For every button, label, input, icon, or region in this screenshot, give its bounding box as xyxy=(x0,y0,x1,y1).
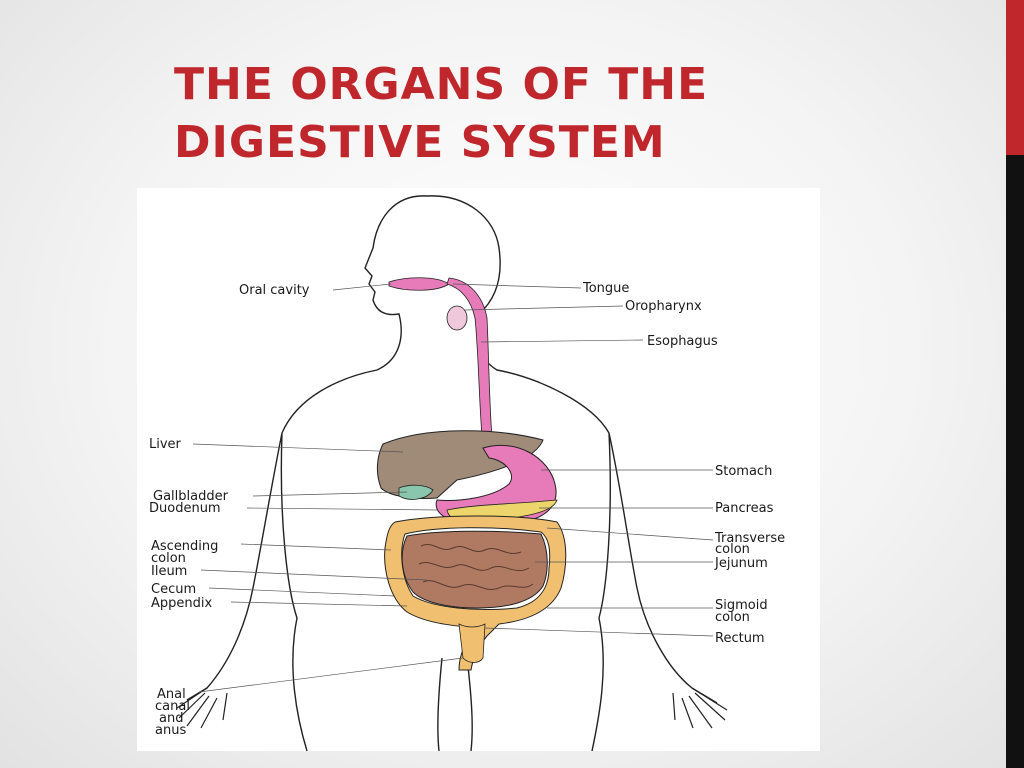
label-pancreas: Pancreas xyxy=(715,501,774,516)
label-gallbladder: Gallbladder xyxy=(153,489,229,504)
tongue-shape xyxy=(446,305,468,331)
right-hand-outline xyxy=(672,687,728,729)
label-ileum: Ileum xyxy=(151,564,187,579)
small-intestine-shape xyxy=(401,530,548,609)
label-anal-canal-4: anus xyxy=(155,723,186,738)
left-hand-outline xyxy=(176,687,228,729)
label-cecum: Cecum xyxy=(151,582,196,597)
label-tongue: Tongue xyxy=(582,281,629,296)
label-duodenum: Duodenum xyxy=(149,501,221,516)
label-anal-canal-3: and xyxy=(159,711,183,726)
label-sigmoid-colon-2: colon xyxy=(715,610,750,625)
rectum-shape xyxy=(458,623,486,663)
slide-edge-accent xyxy=(1006,0,1024,155)
label-oral-cavity: Oral cavity xyxy=(239,283,310,298)
small-intestine-folds xyxy=(418,544,534,590)
label-transverse-colon-1: Transverse xyxy=(714,531,785,546)
slide-title: THE ORGANS OF THE DIGESTIVE SYSTEM xyxy=(174,59,709,168)
label-transverse-colon-2: colon xyxy=(715,542,750,557)
label-liver: Liver xyxy=(149,437,182,452)
label-anal-canal-2: canal xyxy=(155,699,190,714)
oral-cavity-shape xyxy=(388,277,450,291)
digestive-system-diagram: Oral cavity Liver Gallbladder Duodenum A… xyxy=(137,188,820,751)
label-anal-canal-1: Anal xyxy=(157,687,186,702)
leader-lines xyxy=(192,283,714,693)
label-sigmoid-colon-1: Sigmoid xyxy=(715,598,768,613)
slide-edge-bar xyxy=(1006,0,1024,768)
label-appendix: Appendix xyxy=(151,596,212,611)
label-ascending-colon-1: Ascending xyxy=(151,539,218,554)
gallbladder-shape xyxy=(398,484,434,500)
label-ascending-colon-2: colon xyxy=(151,551,186,566)
label-oropharynx: Oropharynx xyxy=(625,299,702,314)
body-outline xyxy=(186,195,718,751)
diagram-canvas: Oral cavity Liver Gallbladder Duodenum A… xyxy=(149,195,785,751)
label-jejunum: Jejunum xyxy=(714,556,768,571)
label-stomach: Stomach xyxy=(715,464,772,479)
label-esophagus: Esophagus xyxy=(647,334,718,349)
esophagus-shape xyxy=(446,277,494,451)
label-rectum: Rectum xyxy=(715,631,765,646)
